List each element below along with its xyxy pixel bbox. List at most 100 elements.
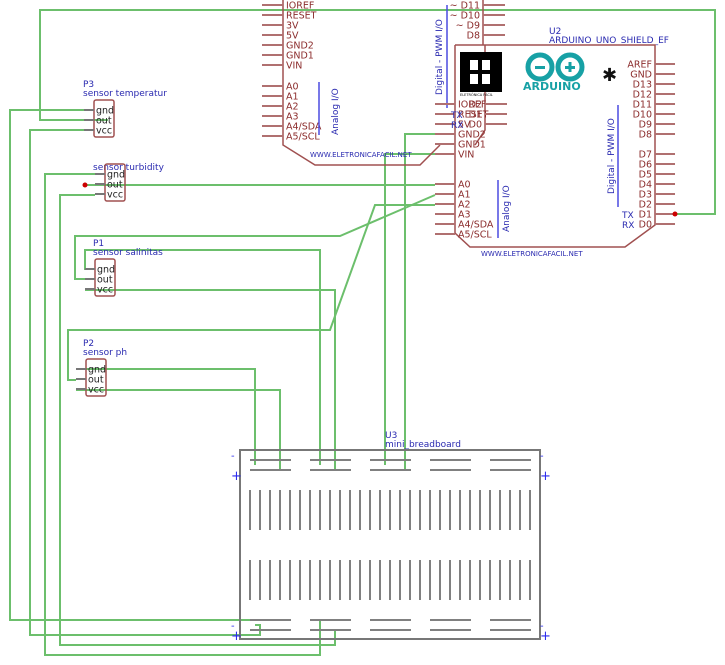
main-power-pin-label: GND2 bbox=[458, 130, 486, 141]
sensor-pin-label: out bbox=[96, 116, 112, 127]
left-power-pin-label: IOREF bbox=[286, 1, 314, 12]
wire-5v[interactable] bbox=[404, 133, 435, 470]
sensor-pin-label: gnd bbox=[88, 365, 106, 376]
sensor-ref: P1 bbox=[93, 239, 104, 249]
sensor-ref: P2 bbox=[83, 339, 94, 349]
main-analog-pin-label: A4/SDA bbox=[458, 220, 494, 231]
main-right-pin-label: D11 bbox=[633, 100, 652, 111]
main-power-pin-label: GND1 bbox=[458, 140, 486, 151]
main-right-pin-label: GND bbox=[630, 70, 652, 81]
digital-io-label-left: Digital - PWM I/O bbox=[435, 19, 445, 95]
left-power-pin-label: GND1 bbox=[286, 51, 314, 62]
main-analog-pin-label: A1 bbox=[458, 190, 471, 201]
sensor-body bbox=[85, 358, 107, 397]
sensor-body bbox=[94, 258, 116, 297]
left-digital-pin-label: ~ D9 bbox=[456, 21, 480, 32]
sensor-pin-label: vcc bbox=[107, 190, 123, 201]
sensor-pin-label: vcc bbox=[88, 385, 104, 396]
sensor-name: sensor turbidity bbox=[93, 163, 165, 173]
main-overlap-pin-label: D1 bbox=[469, 110, 482, 121]
analog-io-label-main: Analog I/O bbox=[502, 185, 512, 232]
shield-name: ARDUINO_UNO_SHIELD_EF bbox=[549, 36, 669, 46]
sensor-name: sensor salinitas bbox=[93, 248, 163, 258]
main-overlap-pin-label: D0 bbox=[469, 120, 482, 131]
left-analog-pin-label: A5/SCL bbox=[286, 132, 320, 143]
wire-turb-gnd[interactable] bbox=[44, 173, 321, 656]
main-right-pin-label: D2 bbox=[639, 200, 652, 211]
sensor-name: sensor ph bbox=[83, 348, 127, 358]
sensor-name: sensor temperatur bbox=[83, 89, 167, 99]
main-right-pin-label: D13 bbox=[633, 80, 652, 91]
digital-io-label-main: Digital - PWM I/O bbox=[607, 118, 617, 194]
left-power-pin-label: 5V bbox=[286, 31, 299, 42]
wire-sal-out[interactable] bbox=[74, 194, 436, 280]
main-right-pin-label: D12 bbox=[633, 90, 652, 101]
eletronica-facil-logo: ELETRÔNICA FÁCIL bbox=[460, 52, 502, 97]
left-digital-pin-label: ~ D10 bbox=[450, 11, 480, 22]
sensor-pin-label: out bbox=[88, 375, 104, 386]
wire-temp-vcc[interactable] bbox=[29, 129, 261, 636]
left-analog-pin-label: A2 bbox=[286, 102, 299, 113]
wire-ph-vcc[interactable] bbox=[76, 389, 281, 470]
shield-main: U2 ARDUINO_UNO_SHIELD_EF ELETRÔNICA FÁCI… bbox=[435, 27, 678, 258]
main-right-pin-label: D4 bbox=[639, 180, 652, 191]
analog-io-label-left: Analog I/O bbox=[331, 88, 341, 135]
main-right-pin-label: D9 bbox=[639, 120, 652, 131]
main-power-pin-label: 5V bbox=[458, 120, 471, 131]
rx-label: RX bbox=[622, 221, 634, 231]
wire-gnd1[interactable] bbox=[384, 153, 435, 465]
sensor-pin-label: gnd bbox=[97, 265, 115, 276]
junction-dot-turbidity bbox=[82, 182, 88, 188]
left-power-pin-label: GND2 bbox=[286, 41, 314, 52]
sensor-pin-label: vcc bbox=[96, 126, 112, 137]
main-power-pin-label: IOREF bbox=[458, 100, 486, 111]
rail-plus-tl: + bbox=[231, 469, 242, 484]
main-right-pin-label: D1 bbox=[639, 210, 652, 221]
main-right-pin-label: AREF bbox=[627, 60, 652, 71]
wire-temp-gnd[interactable] bbox=[9, 109, 250, 621]
arduino-logo: ARDUINO bbox=[523, 52, 585, 93]
sensor-body bbox=[104, 163, 126, 202]
gear-icon: ✱ bbox=[602, 65, 617, 86]
website-label-left: WWW.ELETRONICAFACIL.NET bbox=[310, 151, 412, 159]
wire-sal-gnd[interactable] bbox=[84, 249, 321, 465]
left-analog-pin-label: A3 bbox=[286, 112, 299, 123]
svg-text:ARDUINO: ARDUINO bbox=[523, 80, 581, 93]
sensor-pin-label: gnd bbox=[96, 106, 114, 117]
svg-text:ELETRÔNICA FÁCIL: ELETRÔNICA FÁCIL bbox=[460, 92, 493, 97]
main-right-pin-label: D10 bbox=[633, 110, 652, 121]
breadboard-ref: U3 bbox=[385, 431, 397, 441]
rail-plus-br: + bbox=[540, 629, 551, 644]
wire-temp-out-d1[interactable] bbox=[39, 9, 716, 215]
shield-ref: U2 bbox=[549, 27, 561, 37]
tx-label-left: TX bbox=[450, 111, 463, 121]
wire-turb-vcc[interactable] bbox=[59, 194, 336, 646]
tx-label: TX bbox=[621, 211, 634, 221]
sensor-pin-label: vcc bbox=[97, 285, 113, 296]
breadboard-outline[interactable] bbox=[239, 449, 541, 640]
main-right-pin-label: D8 bbox=[639, 130, 652, 141]
junction-dot-d1 bbox=[672, 211, 678, 217]
left-digital-pin-label: ~ D11 bbox=[450, 1, 480, 12]
left-analog-pin-label: A0 bbox=[286, 82, 299, 93]
main-right-pin-label: D6 bbox=[639, 160, 652, 171]
rx-label-left: RX bbox=[451, 121, 463, 131]
wire-ph-gnd[interactable] bbox=[76, 368, 256, 465]
wire-sal-vcc[interactable] bbox=[85, 289, 336, 470]
rail-plus-bl: + bbox=[231, 629, 242, 644]
left-power-pin-label: VIN bbox=[286, 61, 302, 72]
main-analog-pin-label: A0 bbox=[458, 180, 471, 191]
website-label-main: WWW.ELETRONICAFACIL.NET bbox=[481, 250, 583, 258]
sensor-pin-label: out bbox=[97, 275, 113, 286]
rail-minus-tr: - bbox=[540, 451, 544, 462]
breadboard: U3 mini_breadboard - + - + - + - + bbox=[231, 431, 551, 644]
left-digital-pin-label: D8 bbox=[467, 31, 480, 42]
left-power-pin-label: 3V bbox=[286, 21, 299, 32]
